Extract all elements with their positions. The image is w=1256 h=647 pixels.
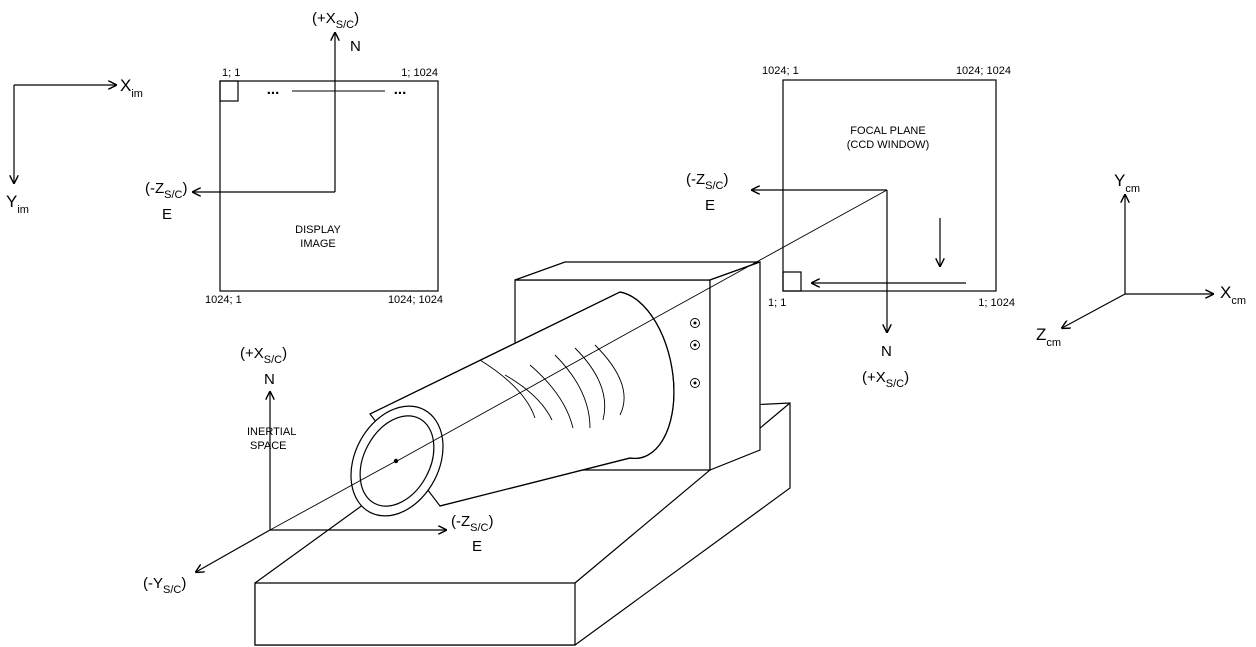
focal-title-1: FOCAL PLANE xyxy=(850,125,925,137)
focal-corner-bl: 1; 1 xyxy=(768,297,786,309)
image-axes: Xim Yim xyxy=(6,76,143,216)
camera-axes: Ycm Xcm Zcm xyxy=(1036,171,1246,349)
focal-north-letter: N xyxy=(881,343,892,360)
boresight-line xyxy=(654,189,888,319)
telescope-tube xyxy=(350,291,675,517)
x-im-label: Xim xyxy=(120,76,143,100)
dots-right: ... xyxy=(394,81,407,98)
inertial-space-1: INERTIAL xyxy=(247,426,296,438)
focal-corner-tr: 1024; 1024 xyxy=(956,65,1011,77)
display-north-letter: N xyxy=(350,38,361,55)
display-corner-bl: 1024; 1 xyxy=(205,294,242,306)
z-cm-label: Zcm xyxy=(1036,325,1061,349)
y-cm-label: Ycm xyxy=(1114,171,1140,195)
display-east-label: (-ZS/C) xyxy=(145,180,188,201)
inertial-north-label: (+XS/C) xyxy=(240,345,287,366)
focal-plane-panel: 1024; 1 1024; 1024 1; 1 1; 1024 FOCAL PL… xyxy=(686,65,1015,390)
display-corner-tl: 1; 1 xyxy=(222,67,240,79)
dots-left: ... xyxy=(267,81,280,98)
inertial-space-axes: (+XS/C) N INERTIAL SPACE (-ZS/C) E (-YS/… xyxy=(143,345,494,596)
inertial-north-letter: N xyxy=(264,371,275,388)
display-north-label: (+XS/C) xyxy=(312,10,359,31)
y-im-label: Yim xyxy=(6,192,29,216)
focal-east-letter: E xyxy=(705,197,715,214)
display-corner-tr: 1; 1024 xyxy=(401,67,438,79)
display-title-1: DISPLAY xyxy=(295,224,341,236)
display-image-panel: 1; 1 1; 1024 1024; 1 1024; 1024 ... ... … xyxy=(145,10,443,306)
focal-corner-br: 1; 1024 xyxy=(978,297,1015,309)
inertial-space-2: SPACE xyxy=(250,440,286,452)
connector-knobs xyxy=(690,318,700,388)
tube-rings xyxy=(479,344,625,429)
display-corner-br: 1024; 1024 xyxy=(388,294,443,306)
display-east-letter: E xyxy=(162,206,172,223)
focal-title-2: (CCD WINDOW) xyxy=(847,139,929,151)
focal-corner-tl: 1024; 1 xyxy=(762,65,799,77)
inertial-east-letter: E xyxy=(472,538,482,555)
display-title-2: IMAGE xyxy=(300,238,335,250)
x-cm-label: Xcm xyxy=(1220,283,1246,307)
inertial-y-label: (-YS/C) xyxy=(143,575,186,596)
focal-east-label: (-ZS/C) xyxy=(686,171,729,192)
focal-north-label: (+XS/C) xyxy=(862,369,909,390)
inertial-east-label: (-ZS/C) xyxy=(451,513,494,534)
